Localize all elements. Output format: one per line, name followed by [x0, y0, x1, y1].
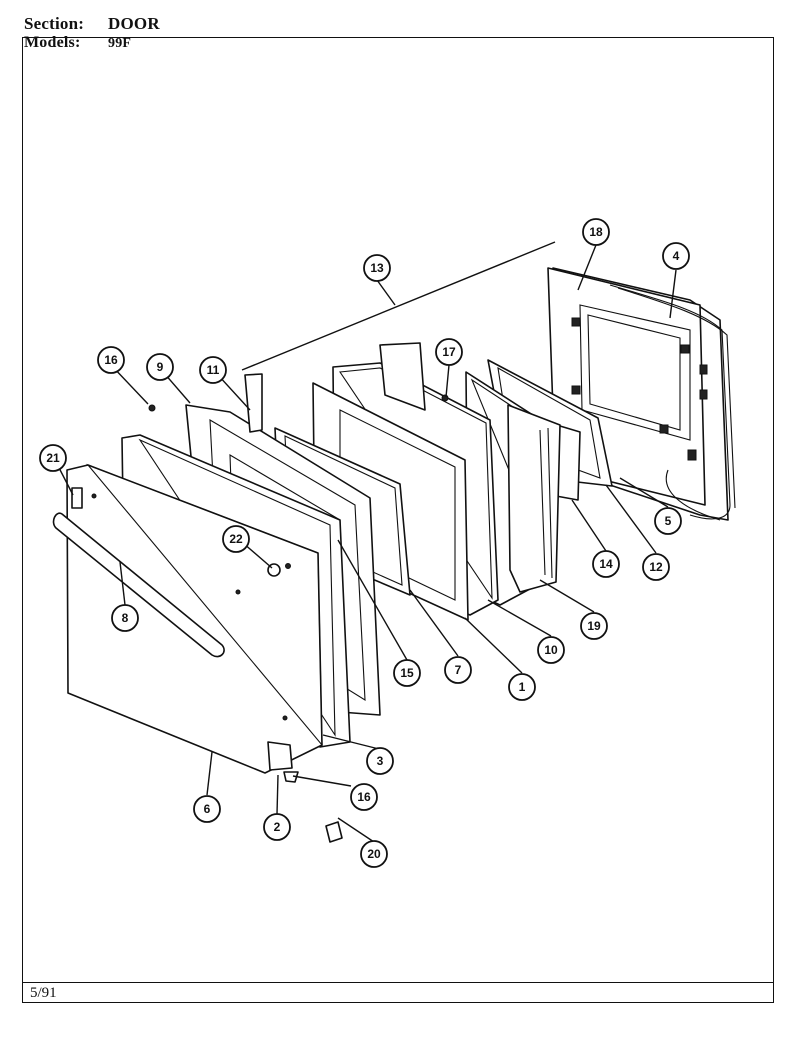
- callout-19: 19: [580, 612, 608, 640]
- callout-1-label: 1: [519, 680, 526, 694]
- callout-2: 2: [263, 813, 291, 841]
- callout-13-label: 13: [370, 261, 384, 275]
- callout-16-top-label: 16: [104, 353, 118, 367]
- callout-3: 3: [366, 747, 394, 775]
- callout-10-label: 10: [544, 643, 558, 657]
- callout-16-bottom: 16: [350, 783, 378, 811]
- callout-5-label: 5: [665, 514, 672, 528]
- callout-19-label: 19: [587, 619, 601, 633]
- callout-1: 1: [508, 673, 536, 701]
- diagram-frame: [22, 37, 774, 1003]
- callout-6: 6: [193, 795, 221, 823]
- callout-20: 20: [360, 840, 388, 868]
- callout-22-label: 22: [229, 532, 243, 546]
- callout-16-bottom-label: 16: [357, 790, 371, 804]
- section-label: Section:: [24, 14, 85, 33]
- callout-6-label: 6: [204, 802, 211, 816]
- callout-4-label: 4: [673, 249, 680, 263]
- callout-21-label: 21: [46, 451, 60, 465]
- callout-17-label: 17: [442, 345, 456, 359]
- callout-4: 4: [662, 242, 690, 270]
- callout-11: 11: [199, 356, 227, 384]
- callout-9-label: 9: [157, 360, 164, 374]
- models-label: Models:: [24, 34, 81, 51]
- callout-18-label: 18: [589, 225, 603, 239]
- callout-21: 21: [39, 444, 67, 472]
- callout-18: 18: [582, 218, 610, 246]
- callout-17: 17: [435, 338, 463, 366]
- callout-10: 10: [537, 636, 565, 664]
- callout-12-label: 12: [649, 560, 663, 574]
- models-value: 99F: [108, 36, 132, 51]
- callout-11-label: 11: [207, 363, 220, 377]
- callout-15: 15: [393, 659, 421, 687]
- callout-12: 12: [642, 553, 670, 581]
- callout-14-label: 14: [599, 557, 613, 571]
- callout-7-label: 7: [455, 663, 462, 677]
- part-hinge-hardware: [267, 741, 343, 843]
- footer-divider: [22, 982, 774, 983]
- section-value: DOOR: [108, 14, 160, 33]
- part-outer-door-panel: [52, 463, 323, 774]
- callout-14: 14: [592, 550, 620, 578]
- callout-3-label: 3: [377, 754, 384, 768]
- callout-8-label: 8: [122, 611, 129, 625]
- callout-9: 9: [146, 353, 174, 381]
- callout-7: 7: [444, 656, 472, 684]
- callout-5: 5: [654, 507, 682, 535]
- leader-lines: [55, 241, 677, 843]
- callout-20-label: 20: [367, 847, 381, 861]
- callout-8: 8: [111, 604, 139, 632]
- footer-date: 5/91: [30, 985, 57, 1001]
- callout-16-top: 16: [97, 346, 125, 374]
- callout-15-label: 15: [400, 666, 414, 680]
- callout-22: 22: [222, 525, 250, 553]
- callout-2-label: 2: [274, 820, 281, 834]
- callout-13: 13: [363, 254, 391, 282]
